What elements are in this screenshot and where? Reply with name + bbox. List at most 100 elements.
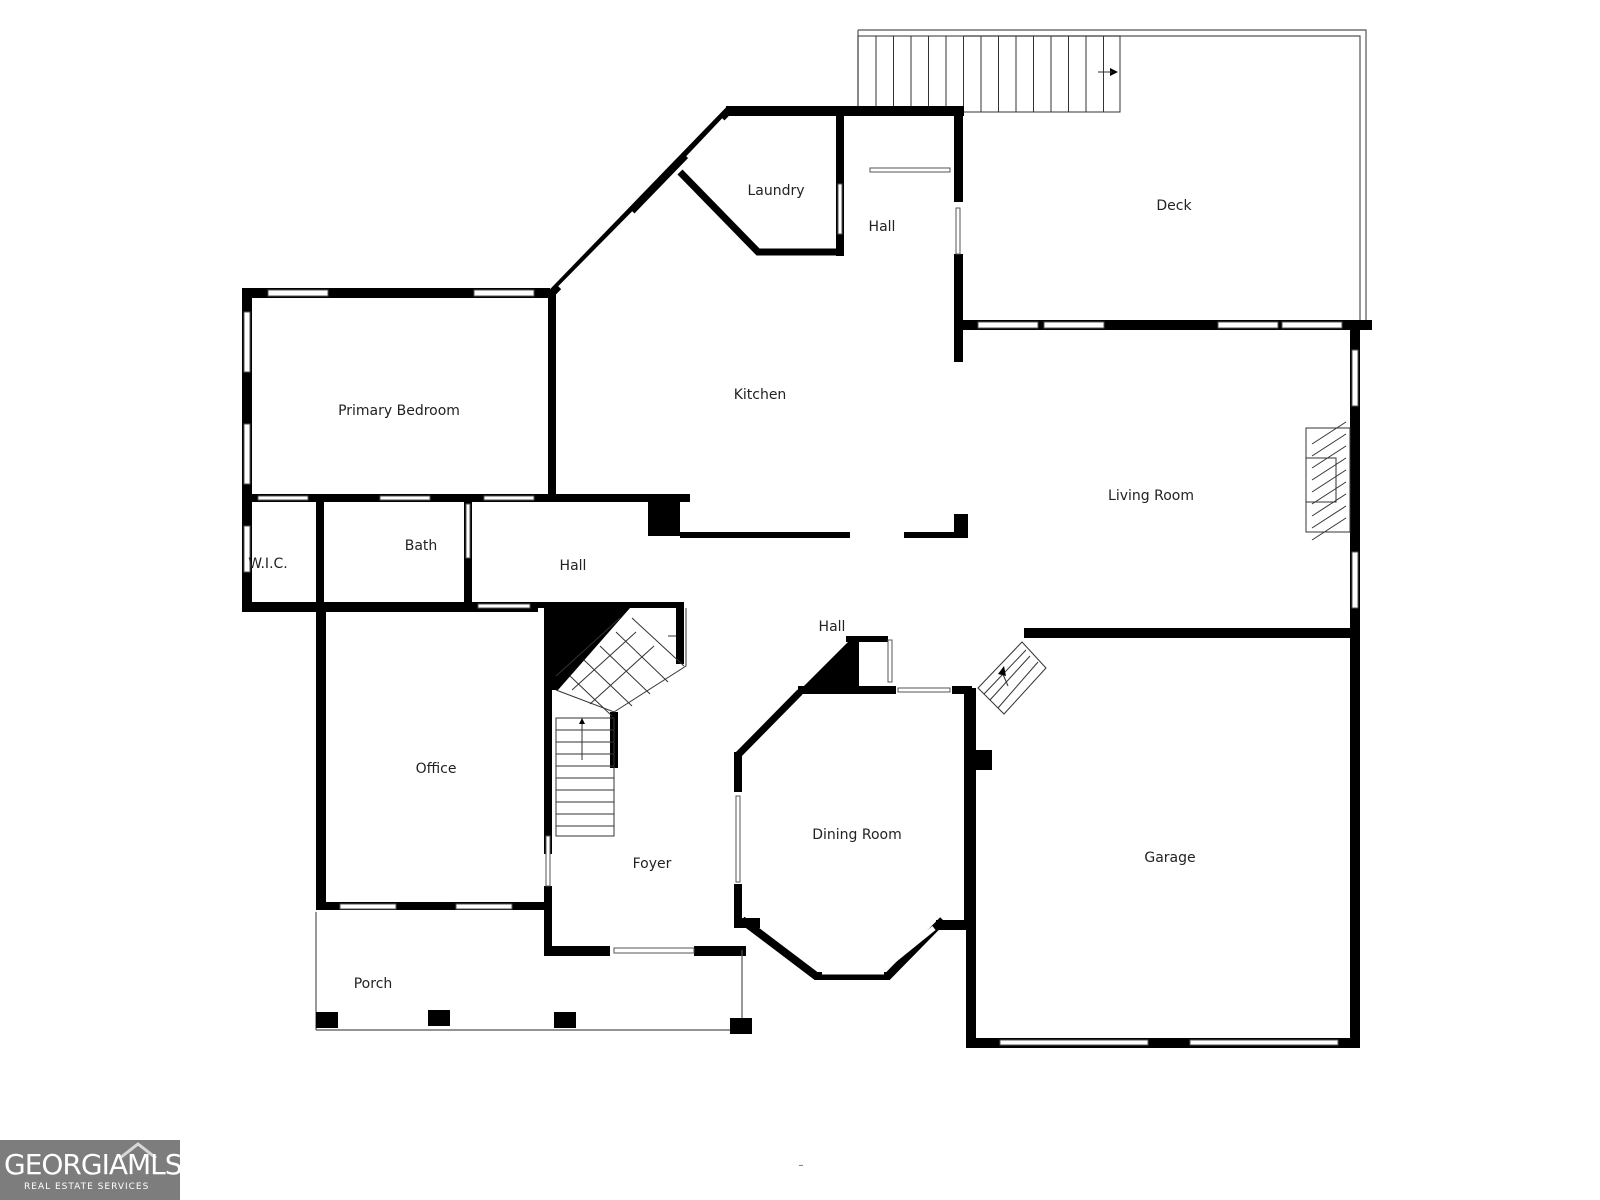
window: [257, 495, 309, 501]
window: [613, 947, 695, 954]
room-label-bath: Bath: [405, 538, 438, 554]
window: [379, 495, 431, 501]
window: [477, 603, 531, 609]
wall-segment: [836, 240, 844, 256]
wall-segment: [976, 750, 992, 770]
window: [267, 289, 329, 297]
room-label-hall-upper: Hall: [869, 219, 896, 235]
stair-tread: [631, 617, 685, 667]
stair-tread: [599, 645, 651, 695]
window: [1281, 321, 1343, 329]
hatch-line: [1311, 481, 1347, 505]
garage-entry-stairs: [977, 641, 1047, 715]
wall-segment: [316, 902, 550, 910]
wall-segment: [1024, 628, 1360, 638]
room-label-primary-bedroom: Primary Bedroom: [338, 403, 460, 419]
window: [897, 687, 951, 693]
window: [1351, 551, 1359, 609]
room-label-living-room: Living Room: [1108, 488, 1194, 504]
stair-tread: [569, 675, 613, 717]
wall-segment: [1350, 628, 1360, 1046]
roof-icon: [119, 1142, 157, 1160]
logo-tagline: REAL ESTATE SERVICES: [24, 1182, 150, 1192]
hatch-line: [1311, 433, 1347, 457]
window: [955, 207, 961, 255]
room-label-garage: Garage: [1144, 850, 1195, 866]
window: [837, 183, 843, 235]
window: [243, 525, 251, 573]
wall-segment: [544, 606, 552, 854]
window: [473, 289, 535, 297]
room-label-office: Office: [416, 761, 457, 777]
fireplace: [1305, 421, 1351, 541]
hatch-line: [1311, 457, 1347, 481]
window: [1217, 321, 1279, 329]
window: [1043, 321, 1105, 329]
wall-segment: [904, 532, 968, 538]
logo-brand: GEORGIAMLS: [4, 1148, 183, 1181]
wall-segment: [726, 106, 964, 116]
wall-segment: [954, 514, 968, 538]
window: [887, 639, 893, 683]
wall-segment: [648, 494, 680, 536]
wall-segment: [734, 752, 742, 792]
hatch-line: [1311, 505, 1347, 529]
kitchen-angled-wall: [545, 106, 733, 300]
window: [483, 495, 535, 501]
room-label-foyer: Foyer: [633, 856, 672, 872]
window: [545, 835, 551, 887]
room-label-hall-mid: Hall: [560, 558, 587, 574]
wall-segment: [676, 604, 684, 664]
wall-segment: [1350, 326, 1360, 632]
wall-segment: [954, 320, 1372, 330]
window: [1189, 1039, 1339, 1046]
hatch-line: [1311, 469, 1347, 493]
wall-segment: [544, 946, 610, 956]
stair-tread: [555, 617, 621, 677]
room-label-hall-center: Hall: [819, 619, 846, 635]
stair-tread: [583, 659, 633, 707]
deck-stairs: [857, 35, 1121, 113]
laundry-angled-wall: [677, 169, 842, 256]
wall-segment: [734, 884, 742, 928]
footer-mark: –: [799, 1160, 804, 1171]
room-label-porch: Porch: [354, 976, 393, 992]
wall-segment: [952, 686, 972, 694]
wall-segment: [242, 288, 550, 298]
porch-outline: [315, 912, 752, 1034]
hatch-line: [1311, 445, 1347, 469]
window: [999, 1039, 1149, 1046]
stair-tread: [571, 631, 637, 691]
wall-segment: [954, 106, 963, 202]
window: [243, 423, 251, 485]
wall-segment: [694, 946, 746, 956]
wall-segment: [936, 920, 972, 930]
wall-segment: [548, 292, 556, 498]
wall-segment: [316, 604, 326, 910]
walls: [242, 106, 1372, 1048]
wall-segment: [536, 602, 684, 608]
hatch-line: [1311, 517, 1347, 541]
georgia-mls-logo: GEORGIAMLS REAL ESTATE SERVICES: [0, 1140, 183, 1200]
wall-segment: [846, 636, 888, 642]
main-staircase: [550, 608, 687, 837]
wall-segment: [964, 686, 972, 930]
dining-room-angled-walls: [734, 639, 946, 980]
wall-segment: [954, 254, 963, 362]
window: [455, 903, 513, 910]
window: [243, 311, 251, 373]
room-label-wic: W.I.C.: [248, 556, 288, 572]
wall-segment: [966, 1038, 1360, 1048]
window: [869, 167, 951, 173]
hatch-line: [1311, 421, 1347, 445]
window: [339, 903, 397, 910]
room-label-dining-room: Dining Room: [812, 827, 902, 843]
room-label-deck: Deck: [1156, 198, 1192, 214]
hatch-line: [1311, 493, 1347, 517]
wall-segment: [680, 532, 850, 538]
wall-segment: [316, 498, 324, 612]
window: [735, 795, 741, 883]
wall-segment: [836, 116, 844, 168]
room-label-laundry: Laundry: [747, 183, 804, 199]
